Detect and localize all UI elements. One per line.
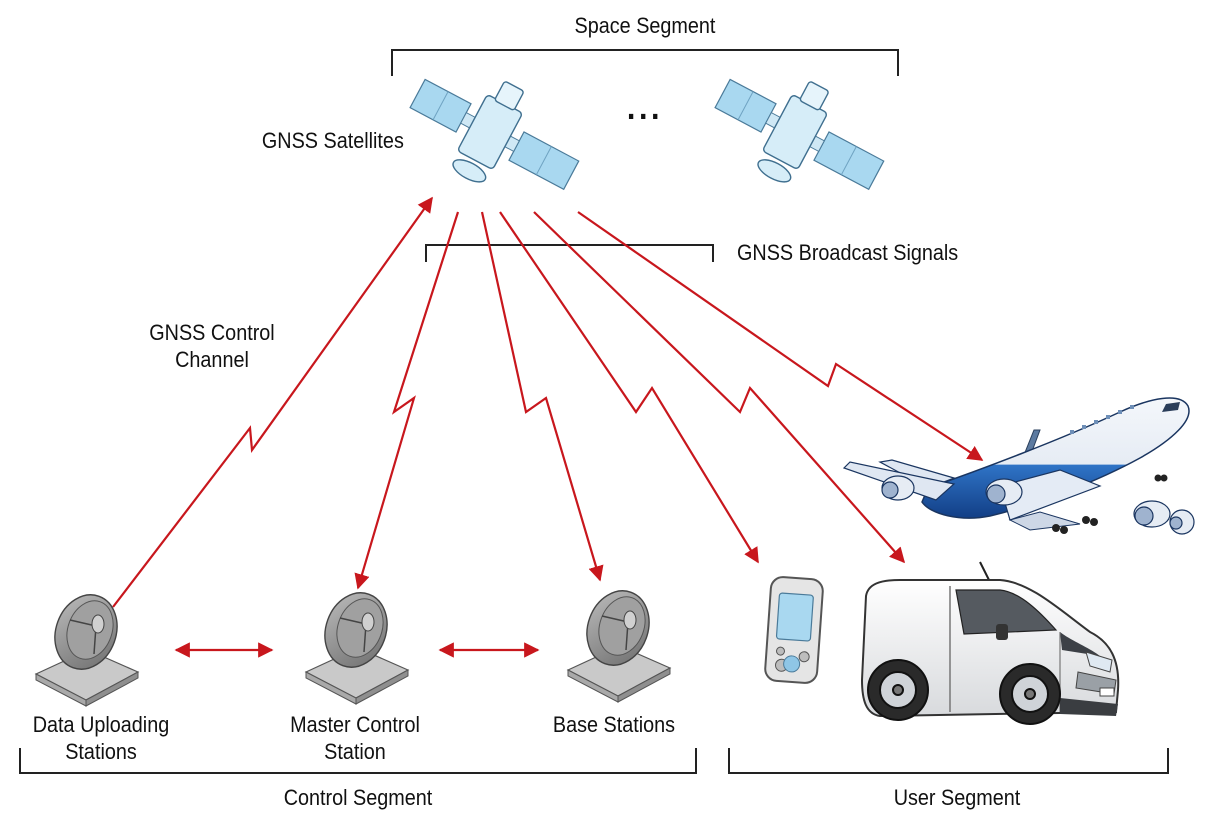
signal-to-van-arrow <box>533 211 906 564</box>
satellite-icon <box>409 78 580 191</box>
airplane-icon <box>842 397 1195 535</box>
signal-to-airplane-arrow <box>577 211 984 461</box>
master-control-label-line2: Station <box>324 739 386 764</box>
handheld-device-icon <box>764 576 824 684</box>
ground-station-dish-icon <box>304 592 410 705</box>
data-uploading-label-line2: Stations <box>65 739 137 764</box>
user-segment-label: User Segment <box>893 785 1021 810</box>
control-channel-label-line2: Channel <box>175 347 249 372</box>
gnss-satellites-label: GNSS Satellites <box>261 128 404 153</box>
signal-to-master-control-arrow <box>354 211 460 590</box>
van-icon <box>860 561 1120 725</box>
control-channel-uplink-arrow <box>112 196 433 608</box>
data-uploading-label-line1: Data Uploading <box>32 712 170 737</box>
ground-station-dish-icon <box>34 594 140 707</box>
control-channel-label-line1: GNSS Control <box>149 320 275 345</box>
signal-to-handheld-arrow <box>499 211 759 564</box>
space-segment-label: Space Segment <box>574 13 716 38</box>
ellipsis-label: ... <box>626 89 664 127</box>
user-segment-bracket <box>728 748 1169 774</box>
broadcast-signals-label: GNSS Broadcast Signals <box>737 240 959 265</box>
signal-to-base-stations-arrow <box>480 211 604 582</box>
base-stations-label: Base Stations <box>552 712 676 737</box>
space-segment-bracket <box>391 49 899 76</box>
master-control-label-line1: Master Control <box>290 712 420 737</box>
satellite-icon <box>714 78 885 191</box>
control-segment-bracket <box>19 748 697 774</box>
control-segment-label: Control Segment <box>283 785 433 810</box>
ground-station-dish-icon <box>566 590 672 703</box>
signal-arrows <box>112 196 984 658</box>
